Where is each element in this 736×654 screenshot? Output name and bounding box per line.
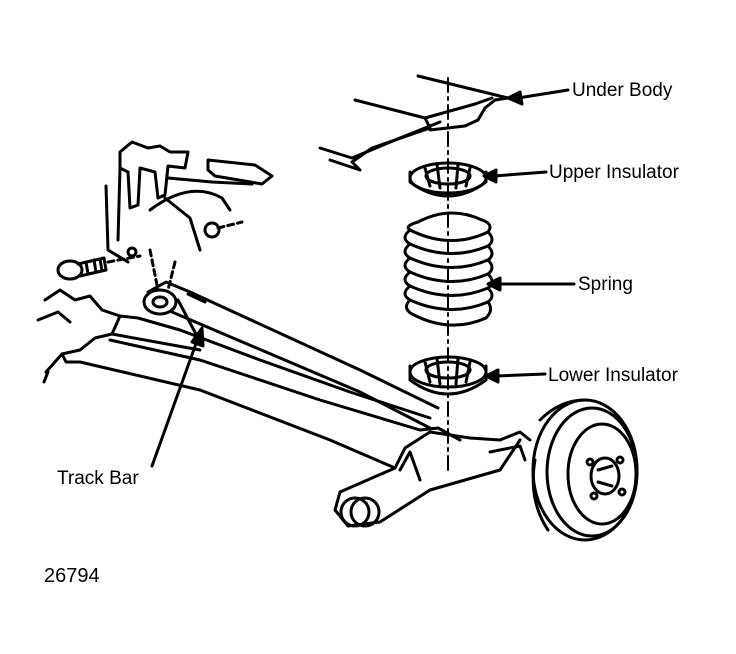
track-bar-bracket — [106, 142, 272, 262]
leader-lower-insulator — [486, 370, 545, 382]
axle-beam — [80, 316, 430, 468]
figure-number: 26794 — [44, 565, 100, 587]
leader-under-body — [508, 90, 568, 104]
lower-insulator-label: Lower Insulator — [548, 365, 678, 386]
spring-label: Spring — [578, 274, 633, 295]
leader-upper-insulator — [484, 170, 546, 182]
under-body-label: Under Body — [572, 80, 673, 101]
track-bar-label: Track Bar — [57, 468, 139, 489]
under-body-panel — [320, 76, 508, 170]
brake-drum — [533, 400, 637, 540]
upper-insulator-label: Upper Insulator — [549, 162, 679, 183]
leader-spring — [488, 278, 574, 290]
leader-track-bar — [152, 328, 203, 466]
mounting-bolt — [58, 248, 140, 279]
track-bar — [144, 250, 438, 428]
trailing-arm — [335, 428, 530, 526]
